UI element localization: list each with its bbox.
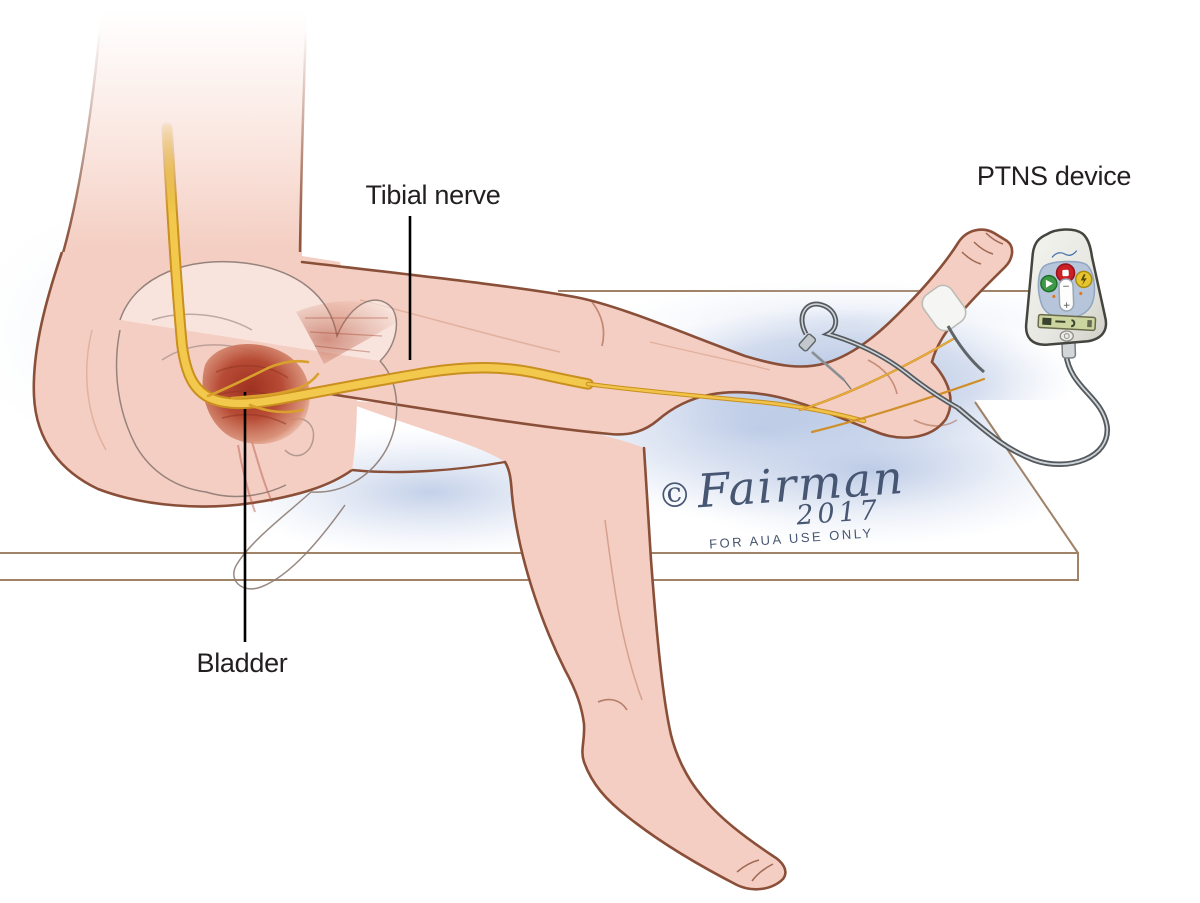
- tibial-nerve-label: Tibial nerve: [366, 180, 501, 210]
- indicator-dot-left: [1052, 294, 1056, 299]
- needle-shaft: [811, 351, 845, 381]
- signature-year: 2017: [794, 495, 882, 532]
- lcd-segment: [1042, 317, 1052, 326]
- hanging-leg: [340, 400, 787, 891]
- thigh-crease: [359, 299, 561, 353]
- tibial-nerve-path: [161, 122, 986, 434]
- brand-logo-squiggle: [1051, 250, 1078, 258]
- needle-electrode: [798, 333, 852, 390]
- artist-signature: © Fairman 2017 FOR AUA USE ONLY: [656, 450, 906, 552]
- knee-crease: [591, 301, 605, 347]
- ischium-outline: [233, 491, 346, 590]
- device-cable-sheen: [957, 353, 1108, 466]
- toe-lines: [736, 859, 774, 882]
- extended-leg-outline: [300, 228, 1014, 439]
- muscle-fan: [296, 301, 400, 364]
- table-right-cutoff: [975, 400, 1200, 556]
- nerve-foot-branch-1-hl: [799, 337, 956, 411]
- nerve-trunk: [163, 124, 592, 408]
- hip-crease: [85, 329, 107, 451]
- heel-crease: [913, 419, 958, 427]
- buttock-outline: [32, 251, 353, 508]
- intensity-rocker[interactable]: [1058, 278, 1075, 312]
- rocker-minus-label: −: [1062, 282, 1070, 292]
- needle-tip: [843, 379, 852, 390]
- needle-hub: [798, 333, 817, 352]
- torso: [61, 12, 308, 258]
- bladder-illustration: [202, 343, 310, 445]
- pelvic-nerve-branches: [206, 359, 320, 414]
- ankle-crease: [597, 698, 628, 711]
- ptns-device-label: PTNS device: [977, 161, 1131, 191]
- start-glyph-icon: [1045, 279, 1053, 288]
- shin-crease: [649, 341, 771, 371]
- hanging-leg-outline: [503, 446, 787, 891]
- copyright-symbol: ©: [656, 475, 693, 517]
- bolt-glyph-icon: [1080, 274, 1087, 286]
- bladder-label: Bladder: [197, 648, 288, 678]
- lcd-segment-right: [1087, 320, 1092, 328]
- lead-wire: [799, 301, 985, 411]
- lcd-characters: [1055, 319, 1076, 328]
- lcd-display: [1037, 313, 1097, 332]
- torso-left-outline: [61, 25, 102, 254]
- stimulator-cable: [956, 353, 1110, 467]
- indicator-dot-right: [1079, 291, 1083, 296]
- bladder-shape: [202, 343, 310, 445]
- select-button-icon[interactable]: [1059, 330, 1074, 342]
- hanging-leg-shape: [340, 400, 786, 890]
- sacrum-outline: [115, 329, 287, 498]
- rocker-plus-label: +: [1063, 301, 1071, 311]
- electrode-pad: [921, 284, 967, 332]
- torso-right-outline: [298, 27, 308, 253]
- table-right-edge: [974, 401, 1079, 554]
- extended-leg: [300, 228, 1014, 439]
- needle-wire-sheen: [801, 303, 959, 409]
- select-button-swirl: [1063, 333, 1070, 339]
- stop-glyph-icon: [1062, 269, 1069, 277]
- nerve-foot-branch-2: [810, 377, 986, 434]
- muscle-striations: [305, 317, 388, 353]
- ptns-device-illustration: − +: [1024, 228, 1108, 359]
- pelvic-muscle: [237, 301, 400, 513]
- extended-leg-shape: [302, 229, 1013, 438]
- torso-shape: [62, 12, 307, 258]
- calf-crease: [604, 519, 643, 701]
- nerve-lower: [586, 382, 866, 423]
- toe-lines: [961, 232, 1004, 265]
- pad-wire: [946, 325, 985, 374]
